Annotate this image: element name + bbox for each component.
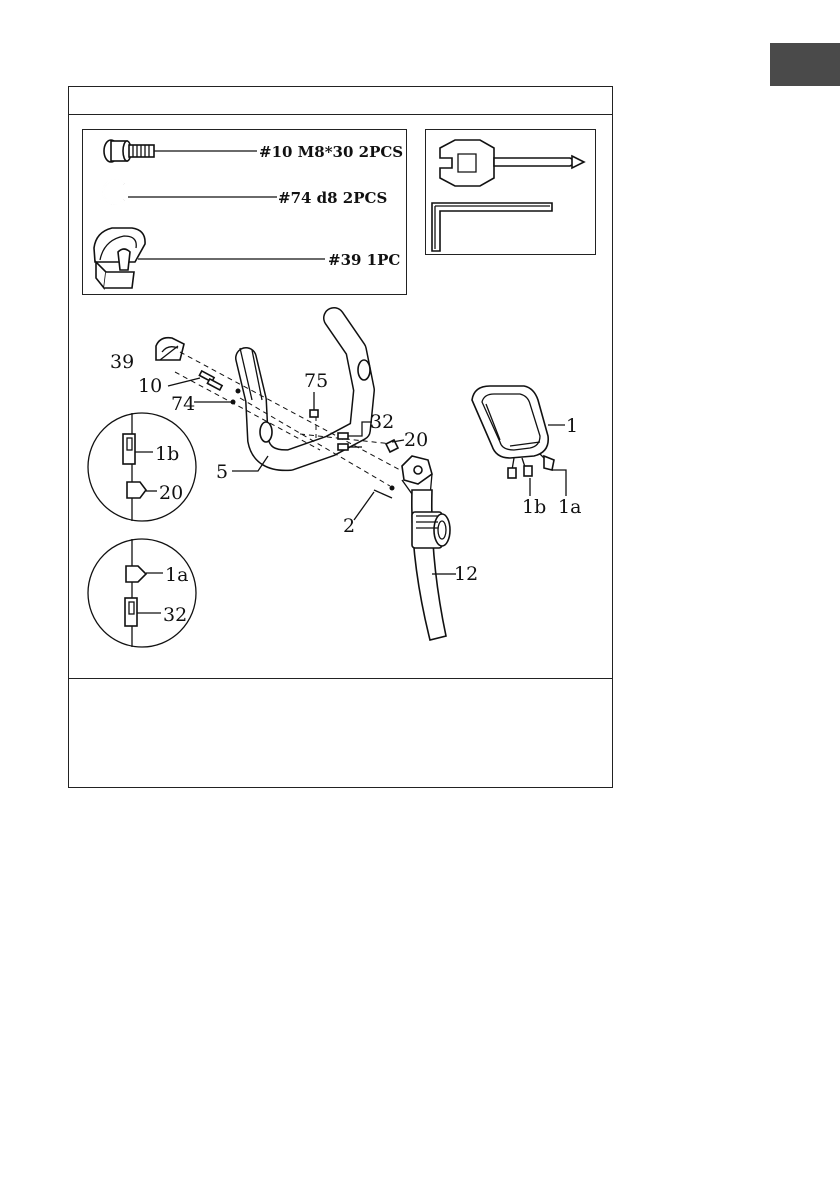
callout-1a: 1a [558, 496, 581, 518]
handlebar-clamp-icon [94, 228, 145, 288]
detail-top-upper-label: 1b [155, 443, 179, 465]
callout-75: 75 [304, 370, 328, 392]
callout-32: 32 [370, 411, 394, 433]
callout-12: 12 [454, 563, 478, 585]
combination-wrench-icon [440, 140, 584, 186]
connector-part-32 [338, 433, 348, 439]
callout-39: 39 [110, 351, 134, 373]
bolt-part-2 [390, 486, 395, 491]
hardware-bolt-label: #10 M8*30 2PCS [259, 143, 403, 161]
callout-20: 20 [404, 429, 428, 451]
detail-circle-bottom: 1a 32 [88, 539, 196, 647]
allen-key-icon [432, 203, 552, 251]
detail-top-lower-label: 20 [159, 482, 183, 504]
callout-1b: 1b [522, 496, 546, 518]
callout-2: 2 [343, 515, 355, 537]
console-part-1 [472, 386, 554, 478]
callout-74: 74 [171, 393, 195, 415]
split-washer-icon [103, 180, 124, 204]
callout-10: 10 [138, 375, 162, 397]
detail-bottom-lower-label: 32 [163, 604, 187, 626]
hardware-washer-label: #74 d8 2PCS [278, 189, 387, 207]
detail-bottom-upper-label: 1a [165, 564, 188, 586]
bolt-icon [104, 140, 154, 162]
callout-1: 1 [566, 415, 578, 437]
callout-5: 5 [216, 461, 228, 483]
detail-circle-top: 1b 20 [88, 413, 196, 521]
hardware-clamp-label: #39 1PC [328, 251, 400, 269]
connector-20-icon [127, 482, 146, 498]
handlebar-post-part-12 [402, 456, 450, 640]
bushing-part-75 [310, 410, 318, 417]
washer-part-74 [236, 389, 241, 394]
clamp-part-39 [156, 338, 184, 360]
connector-1a-icon [126, 566, 146, 582]
